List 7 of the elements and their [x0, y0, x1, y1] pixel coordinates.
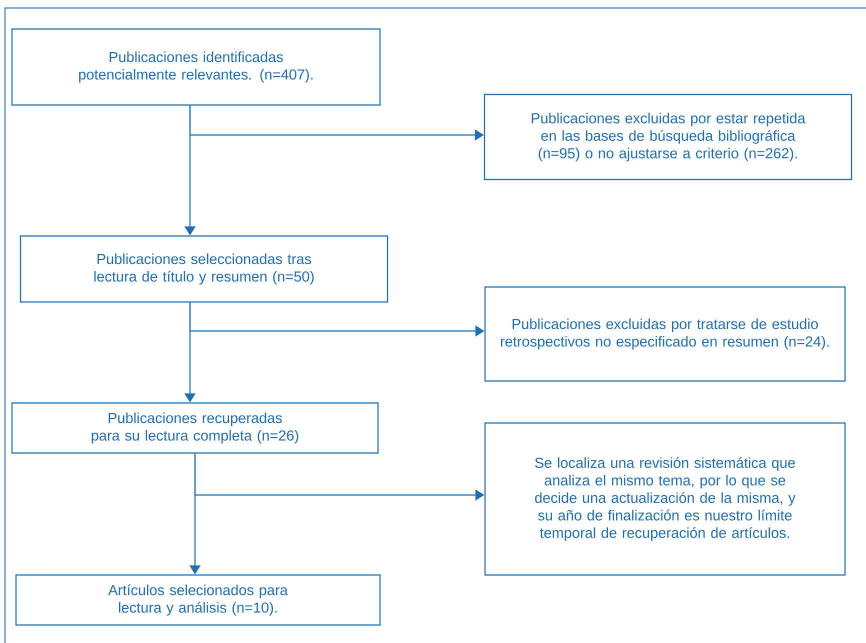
process-box: Publicaciones excluidas por tratarse de estudio retrospectivos no especificado en resumen (n=24).	[484, 286, 846, 382]
process-box: Se localiza una revisión sistemática que analiza el mismo tema, por lo que se decide una actualización de la misma, y su año de finalización es nuestro límite temporal de recuperación de artículos.	[484, 422, 846, 576]
process-box: Publicaciones identificadas potencialmente relevantes. (n=407).	[11, 28, 381, 106]
process-box: Publicaciones excluidas por estar repetida en las bases de búsqueda bibliográfica (n=95) o no ajustarse a criterio (n=262).	[484, 94, 852, 180]
process-box: Publicaciones seleccionadas tras lectura de título y resumen (n=50)	[20, 235, 388, 303]
process-box: Publicaciones recuperadas para su lectura completa (n=26)	[11, 402, 379, 454]
process-box: Artículos selecionados para lectura y análisis (n=10).	[15, 574, 381, 626]
